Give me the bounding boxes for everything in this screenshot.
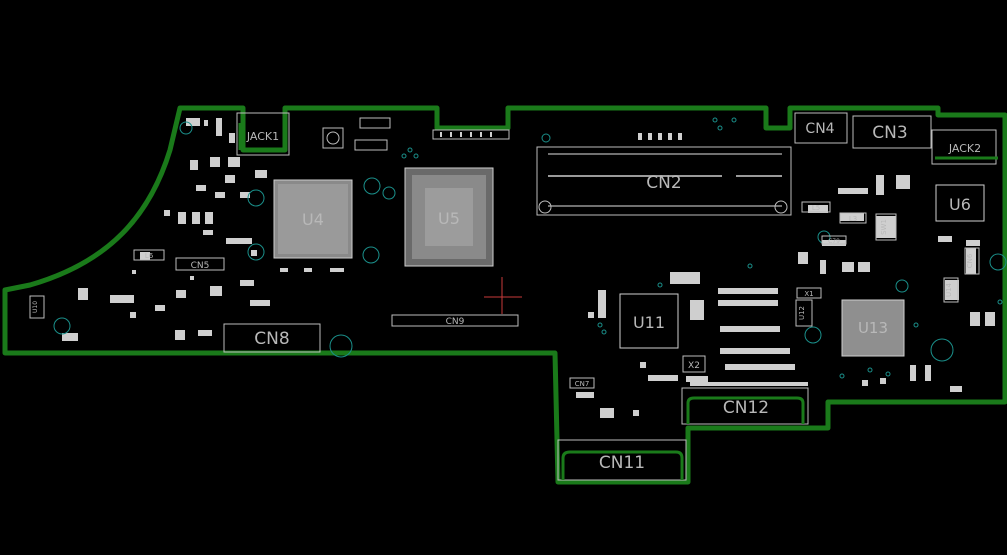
u10-label: U10 <box>32 301 39 313</box>
l3-inductor: L3 <box>839 212 867 224</box>
cn2-label: CN2 <box>646 173 681 193</box>
x2-crystal: X2 <box>682 355 706 373</box>
c79-label: C79 <box>828 238 840 245</box>
right-passives <box>798 175 995 392</box>
l6-inductor: L6 <box>133 249 165 261</box>
u5-chip: U5 <box>404 167 494 267</box>
board-outline <box>2 105 1007 485</box>
u6-label: U6 <box>949 195 971 214</box>
top-fpc-connector <box>432 129 510 140</box>
sw1-switch: SW1 <box>875 213 897 241</box>
sw1-label: SW1 <box>880 219 888 235</box>
cn11-connector: CN11 <box>557 439 687 481</box>
cn2-connector: CN2 <box>536 133 792 216</box>
cn5-label: CN5 <box>191 261 210 271</box>
l5-label: L5 <box>812 204 820 212</box>
cn6-label: CN6 <box>966 253 974 268</box>
cn7-label: CN7 <box>575 380 590 388</box>
cn5-connector: CN5 <box>175 257 225 271</box>
via-scatter <box>401 117 1003 379</box>
cn8-label: CN8 <box>254 329 289 349</box>
top-small-ic <box>322 117 391 151</box>
cn8-connector: CN8 <box>223 323 321 353</box>
l6-label: L6 <box>145 252 154 260</box>
cn6-connector: CN6 <box>964 247 980 275</box>
l3-label: L3 <box>849 215 857 223</box>
cn9-connector: CN9 <box>391 314 519 327</box>
left-passives <box>62 118 344 341</box>
u5-label: U5 <box>438 209 460 228</box>
u14-label: U14 <box>945 282 953 297</box>
x1-crystal: X1 <box>796 287 822 299</box>
x1-label: X1 <box>804 290 813 298</box>
jack1-connector: JACK1 <box>236 112 290 156</box>
u13-label: U13 <box>858 319 888 337</box>
u12-label: U12 <box>798 306 806 320</box>
x2-label: X2 <box>688 361 700 371</box>
cn3-connector: CN3 <box>852 115 932 149</box>
cn7-connector: CN7 <box>569 377 595 389</box>
u4-chip: U4 <box>273 179 353 259</box>
jack2-connector: JACK2 <box>931 129 998 165</box>
jack2-label: JACK2 <box>948 142 981 155</box>
jack1-label: JACK1 <box>246 130 279 143</box>
u14-chip: U14 <box>943 277 959 303</box>
u11-chip: U11 <box>619 293 679 349</box>
cn9-label: CN9 <box>446 317 465 327</box>
crosshair-cursor <box>484 277 522 314</box>
cn12-connector: CN12 <box>681 387 809 425</box>
c79-capacitor: C79 <box>821 235 847 245</box>
cn4-connector: CN4 <box>794 112 848 144</box>
middle-passives <box>576 272 808 418</box>
u13-chip: U13 <box>841 299 905 357</box>
u10-chip: U10 <box>29 295 45 319</box>
u12-chip: U12 <box>795 299 813 327</box>
u6-chip: U6 <box>935 184 985 222</box>
l5-inductor: L5 <box>801 201 831 213</box>
cn3-label: CN3 <box>872 123 907 143</box>
cn12-label: CN12 <box>723 398 769 418</box>
mounting-holes <box>53 121 1007 362</box>
u4-label: U4 <box>302 210 324 229</box>
cn4-label: CN4 <box>805 121 834 137</box>
cn11-label: CN11 <box>599 453 645 473</box>
u11-label: U11 <box>633 313 665 332</box>
